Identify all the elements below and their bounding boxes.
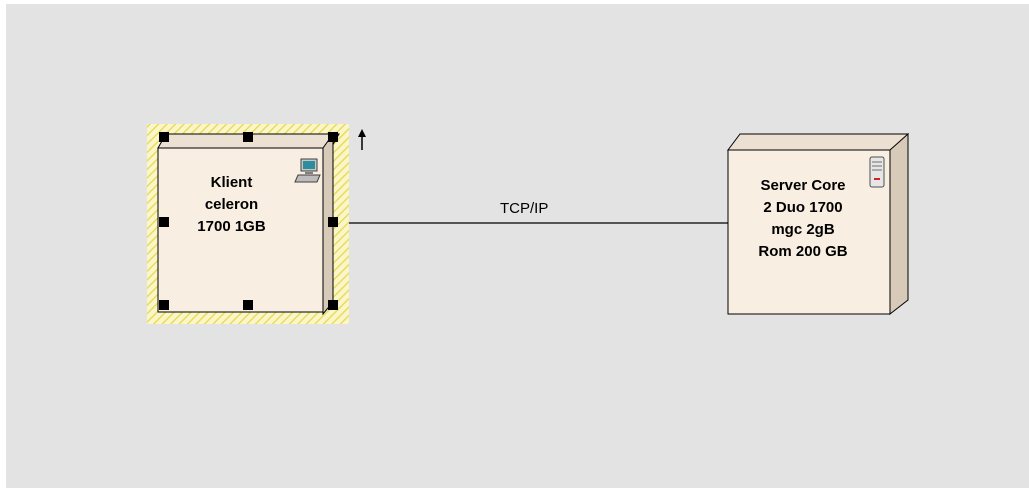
server-line-1: Server Core [760,177,846,194]
diagram-svg [147,124,909,324]
desktop-computer-icon [294,158,321,183]
resize-handle-bottom-left[interactable] [159,300,169,310]
server-line-2: 2 Duo 1700 [763,199,843,216]
resize-handle-mid-right[interactable] [328,217,338,227]
diagram-canvas[interactable]: Klient celeron 1700 1GB TCP/IP Server Co… [6,4,1029,488]
up-arrow-icon[interactable] [358,129,366,150]
server-node-front [727,149,891,315]
server-node-side [889,132,909,316]
client-node-front [157,147,324,313]
client-line-1: Klient [210,174,253,191]
server-line-3: mgc 2gB [771,221,835,238]
client-line-2: celeron [204,196,259,213]
client-line-3: 1700 1GB [197,218,266,235]
resize-handle-top-left[interactable] [159,132,169,142]
server-node[interactable] [727,132,909,316]
resize-handle-bottom-mid[interactable] [243,300,253,310]
server-tower-icon [869,156,885,188]
resize-handle-mid-left[interactable] [159,217,169,227]
server-node-top [727,133,909,151]
server-line-4: Rom 200 GB [758,243,848,260]
resize-handle-top-right[interactable] [328,132,338,142]
client-node-text: Klient celeron 1700 1GB [158,172,305,238]
selection-handles[interactable] [159,132,338,310]
client-node[interactable] [147,124,349,324]
resize-handle-bottom-right[interactable] [328,300,338,310]
resize-handle-top-mid[interactable] [243,132,253,142]
server-node-text: Server Core 2 Duo 1700 mgc 2gB Rom 200 G… [728,175,878,263]
connection-label: TCP/IP [500,200,549,217]
